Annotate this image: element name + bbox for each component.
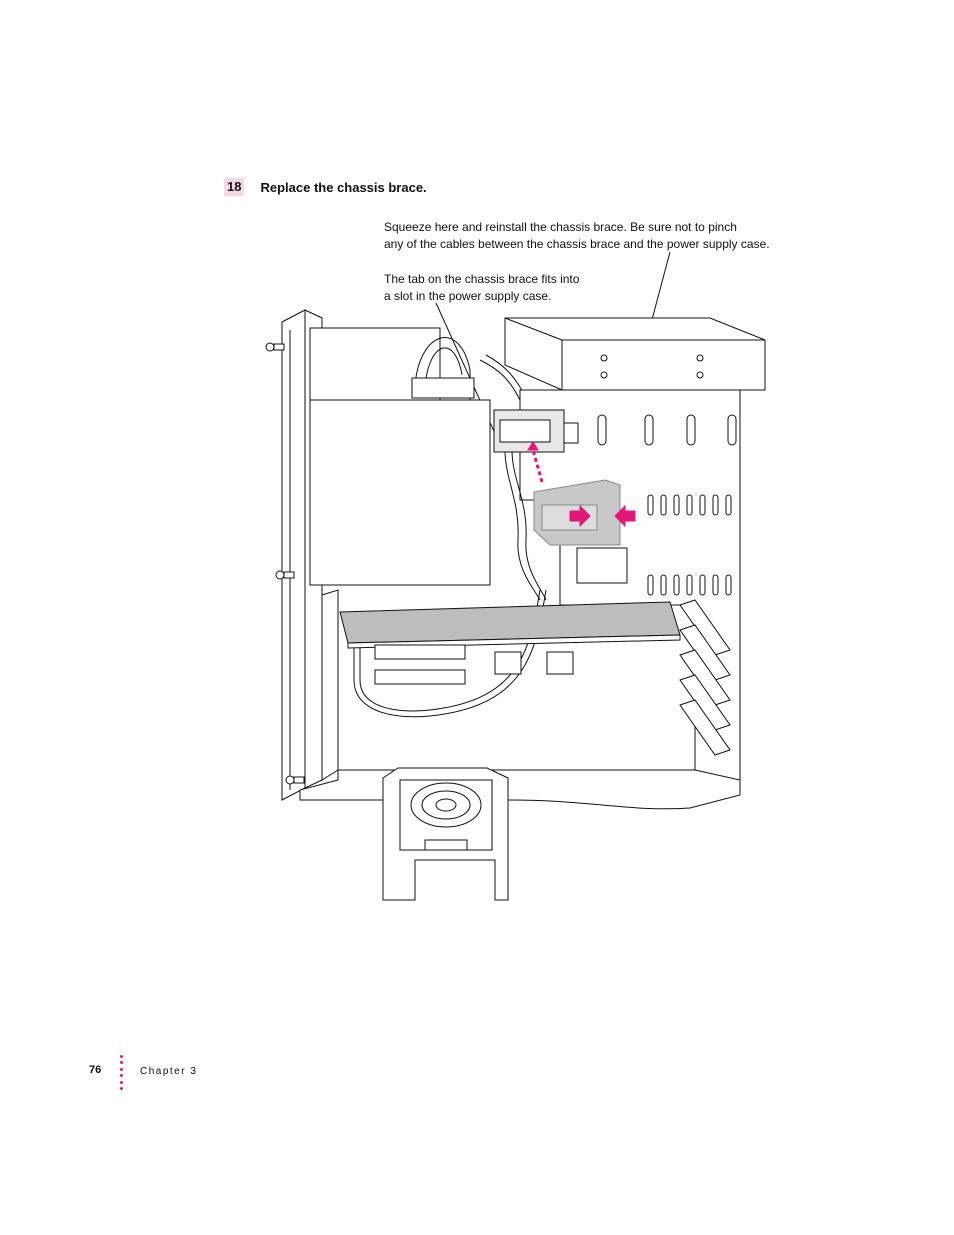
callout-squeeze-line1: Squeeze here and reinstall the chassis b… xyxy=(384,220,737,234)
chapter-label: Chapter 3 xyxy=(140,1066,198,1077)
callout-squeeze: Squeeze here and reinstall the chassis b… xyxy=(384,219,770,253)
insertion-path xyxy=(531,449,544,483)
screw-icon xyxy=(265,342,305,785)
computer-chassis-illustration xyxy=(265,309,766,901)
step-heading: 18 Replace the chassis brace. xyxy=(224,178,427,196)
footer-dots-divider xyxy=(120,1055,123,1093)
callout-tab: The tab on the chassis brace fits into a… xyxy=(384,271,579,305)
squeeze-arrow-icon xyxy=(569,504,636,528)
fan-assembly xyxy=(382,767,509,901)
step-title: Replace the chassis brace. xyxy=(260,179,427,195)
step-number: 18 xyxy=(224,178,245,196)
page-number: 76 xyxy=(89,1064,102,1076)
callout-tab-line2: a slot in the power supply case. xyxy=(384,289,552,303)
callout-squeeze-line2: any of the cables between the chassis br… xyxy=(384,237,770,251)
callout-tab-line1: The tab on the chassis brace fits into xyxy=(384,272,580,286)
